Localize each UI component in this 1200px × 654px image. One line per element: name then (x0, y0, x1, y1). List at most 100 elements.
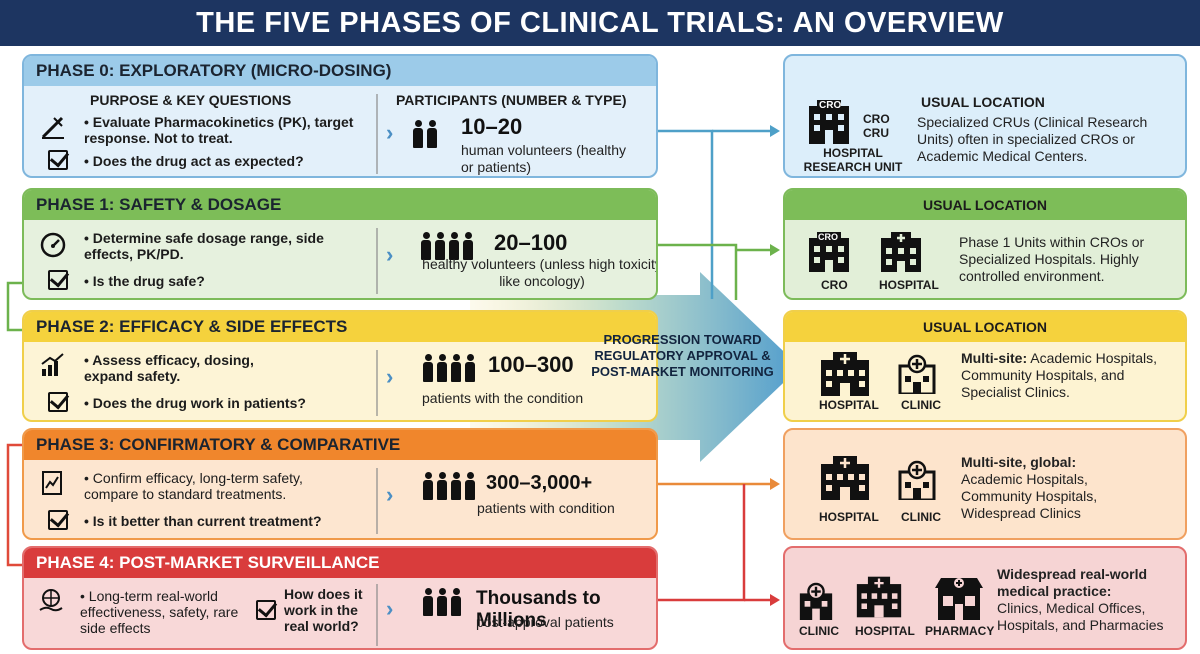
phase-3-header: PHASE 3: CONFIRMATORY & COMPARATIVE (24, 430, 656, 460)
phase-2-purpose: • Assess efficacy, dosing, expand safety… (84, 352, 254, 384)
phase-0-count: 10–20 (461, 114, 523, 139)
gauge-icon (40, 232, 66, 258)
page-title: THE FIVE PHASES OF CLINICAL TRIALS: AN O… (196, 6, 1004, 39)
building-label: HOSPITAL RESEARCH UNIT (803, 146, 903, 174)
building-sign: CRO (819, 100, 842, 111)
location-0-card: CRO CRO CRU HOSPITAL RESEARCH UNIT USUAL… (783, 54, 1187, 178)
purpose-title: PURPOSE & KEY QUESTIONS (90, 92, 292, 108)
phase-4-question: How does it work in the real world? (284, 586, 363, 634)
title-bar: THE FIVE PHASES OF CLINICAL TRIALS: AN O… (0, 0, 1200, 46)
location-title: USUAL LOCATION (923, 197, 1047, 213)
building-label: CLINIC (901, 398, 941, 412)
phase-0-card: PHASE 0: EXPLORATORY (MICRO-DOSING) PURP… (22, 54, 658, 178)
checkbox-icon (48, 150, 68, 170)
phase-1-header: PHASE 1: SAFETY & DOSAGE (24, 190, 656, 220)
building-sign: CRO (818, 232, 838, 242)
phase-4-card: PHASE 4: POST-MARKET SURVEILLANCE • Long… (22, 546, 658, 650)
location-1-card: USUAL LOCATION CRO CRO HOSPITAL Phase 1 … (783, 188, 1187, 300)
phase-3-question: • Is it better than current treatment? (84, 513, 322, 529)
location-2-header (785, 312, 1185, 342)
phase-2-card: PHASE 2: EFFICACY & SIDE EFFECTS • Asses… (22, 310, 658, 422)
phase-0-header: PHASE 0: EXPLORATORY (MICRO-DOSING) (24, 56, 656, 86)
location-3-text-bold: Multi-site, global: (961, 454, 1077, 470)
location-4-text-bold: Widespread real-world medical practice: (997, 566, 1148, 599)
phase-1-purpose: • Determine safe dosage range, side effe… (84, 230, 324, 262)
building-label: HOSPITAL (819, 398, 879, 412)
progression-label: PROGRESSION TOWARD REGULATORY APPROVAL &… (591, 332, 774, 379)
phase-3-card: PHASE 3: CONFIRMATORY & COMPARATIVE • Co… (22, 428, 658, 540)
location-title: USUAL LOCATION (923, 319, 1047, 335)
cro-building-icon (809, 232, 849, 272)
hospital-icon (821, 352, 869, 396)
location-4-text: Widespread real-world medical practice:C… (997, 566, 1183, 634)
document-chart-icon (42, 471, 62, 495)
pharmacy-icon (935, 578, 983, 620)
phase-2-count: 100–300 (488, 352, 574, 377)
phase-1-card: PHASE 1: SAFETY & DOSAGE • Determine saf… (22, 188, 658, 300)
chevron-right-icon: › (386, 596, 394, 621)
location-2-card: USUAL LOCATION HOSPITAL CLINIC Multi-sit… (783, 310, 1187, 422)
location-3-text: Multi-site, global:Academic Hospitals, C… (961, 454, 1161, 522)
phase-3-count: 300–3,000+ (486, 472, 593, 494)
location-title: USUAL LOCATION (921, 94, 1045, 110)
checkbox-icon (48, 270, 68, 290)
participants-title: PARTICIPANTS (NUMBER & TYPE) (396, 92, 627, 108)
building-label: CRO (821, 278, 848, 292)
chevron-right-icon: › (386, 242, 394, 267)
phase-2-participants: patients with the condition (422, 390, 584, 406)
research-unit-building-icon (809, 100, 849, 144)
location-2-text: Multi-site: Academic Hospitals, Communit… (961, 350, 1181, 401)
location-4-text-body: Clinics, Medical Offices, Hospitals, and… (997, 600, 1164, 633)
building-label: PHARMACY (925, 624, 995, 638)
chart-up-icon (41, 353, 64, 376)
people-icon (422, 472, 476, 500)
phase-4-header: PHASE 4: POST-MARKET SURVEILLANCE (24, 548, 656, 578)
phase-3-participants: patients with condition (477, 500, 615, 516)
phase-1-question: • Is the drug safe? (84, 273, 205, 289)
location-0-text: Specialized CRUs (Clinical Research Unit… (917, 114, 1148, 164)
phase-0-question: • Does the drug act as expected? (84, 153, 304, 169)
globe-hand-icon (39, 589, 63, 612)
people-icon (420, 232, 474, 260)
phase-1-count: 20–100 (494, 230, 568, 255)
phase-0-purpose: • Evaluate Pharmacokinetics (PK), target… (84, 114, 354, 146)
location-2-text-body: Academic Hospitals, Community Hospitals,… (961, 350, 1158, 400)
phase-2-question: • Does the drug work in patients? (84, 395, 306, 411)
hospital-icon (881, 232, 921, 272)
chevron-right-icon: › (386, 364, 394, 389)
people-icon (422, 354, 476, 382)
checkbox-icon (48, 392, 68, 412)
phase-3-purpose: • Confirm efficacy, long-term safety, co… (84, 470, 303, 502)
phase-4-purpose: • Long-term real-world effectiveness, sa… (80, 588, 239, 636)
location-3-text-body: Academic Hospitals, Community Hospitals,… (961, 471, 1098, 521)
location-3-card: HOSPITAL CLINIC Multi-site, global:Acade… (783, 428, 1187, 540)
clinic-icon (898, 354, 936, 394)
location-1-header (785, 190, 1185, 220)
phase-2-header: PHASE 2: EFFICACY & SIDE EFFECTS (24, 312, 656, 342)
building-label: HOSPITAL (879, 278, 939, 292)
syringe-icon (41, 116, 64, 139)
building-sign: CRO (863, 112, 890, 126)
hospital-icon (856, 576, 902, 618)
location-1-text: Phase 1 Units within CROs or Specialized… (959, 234, 1145, 284)
phase-4-count: Thousands to Millions (476, 588, 601, 631)
building-label: CLINIC (799, 624, 839, 638)
building-label: HOSPITAL (819, 510, 879, 524)
people-icon (422, 588, 462, 616)
chevron-right-icon: › (386, 120, 394, 145)
phase-4-participants: post-approval patients (476, 614, 614, 630)
building-label: CLINIC (901, 510, 941, 524)
checkbox-icon (256, 600, 276, 620)
hospital-icon (821, 456, 869, 500)
location-2-text-bold: Multi-site: (961, 350, 1028, 366)
people-icon (412, 120, 438, 148)
chevron-right-icon: › (386, 482, 394, 507)
building-sign: CRU (863, 126, 889, 140)
location-4-card: CLINIC HOSPITAL PHARMACY Widespread real… (783, 546, 1187, 650)
clinic-icon (898, 460, 936, 500)
building-label: HOSPITAL (855, 624, 915, 638)
phase-0-participants: human volunteers (healthy or patients) (461, 142, 626, 175)
clinic-icon (799, 582, 833, 620)
phase-1-participants: healthy volunteers (unless high toxicity… (422, 256, 658, 289)
checkbox-icon (48, 510, 68, 530)
